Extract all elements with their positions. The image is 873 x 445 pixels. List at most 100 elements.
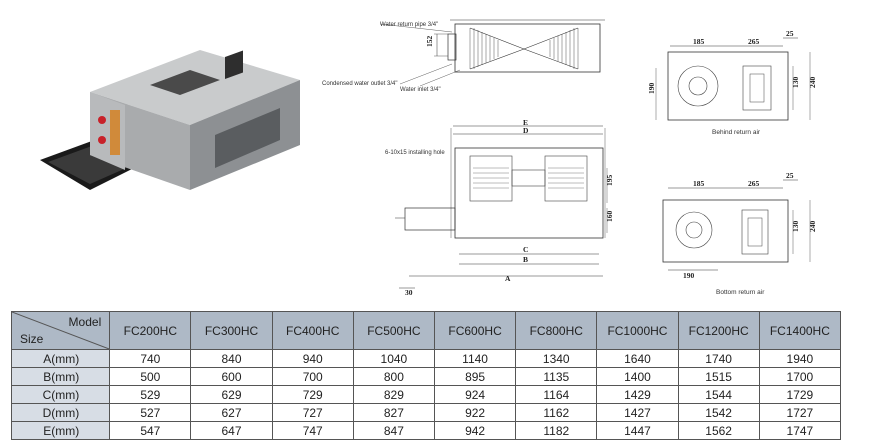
behind-return-air-drawing: 185 265 25 190 130 240 Behind return air [647,29,817,136]
dim-240: 240 [808,221,817,233]
header-corner: Model Size [10,311,111,350]
model-header: FC1400HC [758,311,842,350]
table-cell: 1747 [758,421,842,440]
table-cell: 1447 [596,421,679,440]
table-cell: 629 [190,385,273,404]
table-cell: 1544 [677,385,760,404]
table-cell: 1429 [596,385,679,404]
table-cell: 847 [352,421,435,440]
front-view-drawing: E D 6-10x15 installing hole 195 160 C B … [385,118,614,297]
dim-265: 265 [748,37,760,46]
table-cell: 1700 [758,367,842,386]
bottom-return-air-drawing: 185 265 25 130 240 190 Bottom return air [662,171,817,296]
dim-160: 160 [605,211,614,223]
table-cell: 600 [190,367,273,386]
table-cell: 1640 [596,349,679,368]
table-cell: 1727 [758,403,842,422]
label-installing-hole: 6-10x15 installing hole [385,150,445,156]
model-header: FC800HC [515,311,598,350]
fan-coil-unit-photo [40,50,300,190]
dim-C: C [523,245,528,254]
model-header: FC1200HC [677,311,760,350]
model-header: FC600HC [433,311,517,350]
header-model-label: Model [68,315,102,329]
table-cell: 1940 [758,349,842,368]
row-label: A(mm) [10,349,111,368]
table-row: A(mm) 740 840 940 1040 1140 1340 1640 17… [10,349,842,368]
table-cell: 1515 [677,367,760,386]
table-cell: 627 [190,403,273,422]
table-cell: 727 [271,403,354,422]
table-cell: 647 [190,421,273,440]
model-header: FC500HC [352,311,435,350]
dim-130: 130 [791,77,800,89]
header-size-label: Size [20,332,44,346]
label-condensed-outlet: Condensed water outlet 3/4" [322,81,398,87]
table-cell: 895 [433,367,517,386]
dim-152: 152 [425,36,434,48]
table-cell: 922 [433,403,517,422]
table-cell: 1162 [515,403,598,422]
dim-265: 265 [748,179,760,188]
table-cell: 547 [109,421,192,440]
table-header-row: Model Size FC200HC FC300HC FC400HC FC500… [10,311,842,350]
table-cell: 1040 [352,349,435,368]
table-cell: 700 [271,367,354,386]
table-cell: 500 [109,367,192,386]
dim-A: A [505,274,511,283]
label-water-inlet: Water inlet 3/4" [400,87,441,93]
table-cell: 1427 [596,403,679,422]
size-table: Model Size FC200HC FC300HC FC400HC FC500… [10,311,842,440]
table-cell: 529 [109,385,192,404]
row-label: B(mm) [10,367,111,386]
dim-240: 240 [808,77,817,89]
table-cell: 1740 [677,349,760,368]
model-header: FC400HC [271,311,354,350]
row-label: D(mm) [10,403,111,422]
table-cell: 1400 [596,367,679,386]
table-row: B(mm) 500 600 700 800 895 1135 1400 1515… [10,367,842,386]
dim-130: 130 [791,221,800,233]
table-row: C(mm) 529 629 729 829 924 1164 1429 1544… [10,385,842,404]
table-cell: 729 [271,385,354,404]
table-cell: 1729 [758,385,842,404]
dim-25: 25 [786,29,794,38]
table-cell: 827 [352,403,435,422]
table-cell: 1135 [515,367,598,386]
row-label: C(mm) [10,385,111,404]
model-header: FC1000HC [596,311,679,350]
table-cell: 527 [109,403,192,422]
table-cell: 1164 [515,385,598,404]
dim-25: 25 [786,171,794,180]
table-cell: 740 [109,349,192,368]
dim-190: 190 [647,83,656,95]
dim-185: 185 [693,37,705,46]
table-cell: 1562 [677,421,760,440]
label-water-return: Water return pipe 3/4" [380,22,438,28]
model-header: FC300HC [190,311,273,350]
dim-190: 190 [683,271,695,280]
table-cell: 1140 [433,349,517,368]
table-cell: 942 [433,421,517,440]
dim-D: D [523,126,529,135]
model-header: FC200HC [109,311,192,350]
caption-bottom-return-air: Bottom return air [716,289,765,296]
dim-30: 30 [405,288,413,297]
dim-185: 185 [693,179,705,188]
side-view-drawing: 152 Water return pipe 3/4" Condensed wat… [322,19,605,93]
table-cell: 1542 [677,403,760,422]
row-label: E(mm) [10,421,111,440]
table-cell: 829 [352,385,435,404]
table-row: D(mm) 527 627 727 827 922 1162 1427 1542… [10,403,842,422]
table-cell: 840 [190,349,273,368]
table-cell: 800 [352,367,435,386]
table-cell: 940 [271,349,354,368]
table-cell: 1182 [515,421,598,440]
dim-B: B [523,255,528,264]
dim-195: 195 [605,175,614,187]
table-cell: 747 [271,421,354,440]
table-cell: 1340 [515,349,598,368]
caption-behind-return-air: Behind return air [712,129,761,136]
dim-E: E [523,118,528,127]
table-row: E(mm) 547 647 747 847 942 1182 1447 1562… [10,421,842,440]
